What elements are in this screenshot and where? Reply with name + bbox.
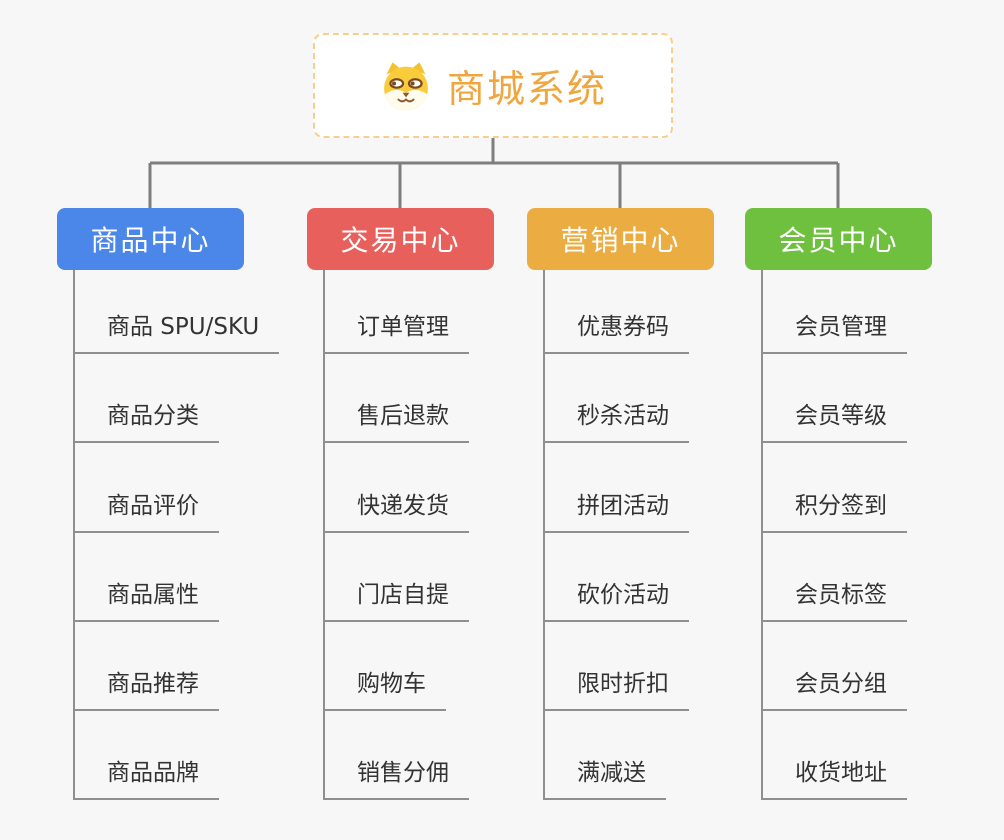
child-node[interactable]: 商品属性 (73, 578, 219, 622)
child-node[interactable]: 会员标签 (761, 578, 907, 622)
branch-1: 商品 SPU/SKU 商品分类商品评价商品属性商品推荐商品品牌 (73, 270, 280, 800)
child-node[interactable]: 销售分佣 (323, 756, 469, 800)
root-title: 商城系统 (446, 67, 607, 111)
child-node[interactable]: 优惠券码 (543, 310, 689, 354)
center-node-3[interactable]: 营销中心 (527, 208, 714, 270)
child-node[interactable]: 收货地址 (761, 756, 907, 800)
child-node[interactable]: 购物车 (323, 667, 446, 711)
center-node-4[interactable]: 会员中心 (745, 208, 932, 270)
child-node[interactable]: 门店自提 (323, 578, 469, 622)
child-node[interactable]: 会员等级 (761, 399, 907, 443)
branch-3: 优惠券码秒杀活动拼团活动砍价活动限时折扣满减送 (543, 270, 689, 800)
child-node[interactable]: 商品评价 (73, 489, 219, 533)
child-node[interactable]: 会员分组 (761, 667, 907, 711)
child-node[interactable]: 商品推荐 (73, 667, 219, 711)
center-node-2[interactable]: 交易中心 (307, 208, 494, 270)
child-node[interactable]: 会员管理 (761, 310, 907, 354)
child-node[interactable]: 满减送 (543, 756, 666, 800)
child-node[interactable]: 砍价活动 (543, 578, 689, 622)
child-node[interactable]: 积分签到 (761, 489, 907, 533)
root-node[interactable]: 商城系统 (313, 33, 673, 138)
child-node[interactable]: 快递发货 (323, 489, 469, 533)
child-node[interactable]: 商品 SPU/SKU (73, 310, 280, 354)
child-node[interactable]: 限时折扣 (543, 667, 689, 711)
child-node[interactable]: 商品品牌 (73, 756, 219, 800)
branch-4: 会员管理会员等级积分签到会员标签会员分组收货地址 (761, 270, 907, 800)
child-node[interactable]: 售后退款 (323, 399, 469, 443)
child-node[interactable]: 订单管理 (323, 310, 469, 354)
child-node[interactable]: 拼团活动 (543, 489, 689, 533)
child-node[interactable]: 秒杀活动 (543, 399, 689, 443)
branch-2: 订单管理售后退款快递发货门店自提购物车销售分佣 (323, 270, 469, 800)
child-node[interactable]: 商品分类 (73, 399, 219, 443)
center-node-1[interactable]: 商品中心 (57, 208, 244, 270)
shiba-dog-icon (384, 61, 428, 110)
